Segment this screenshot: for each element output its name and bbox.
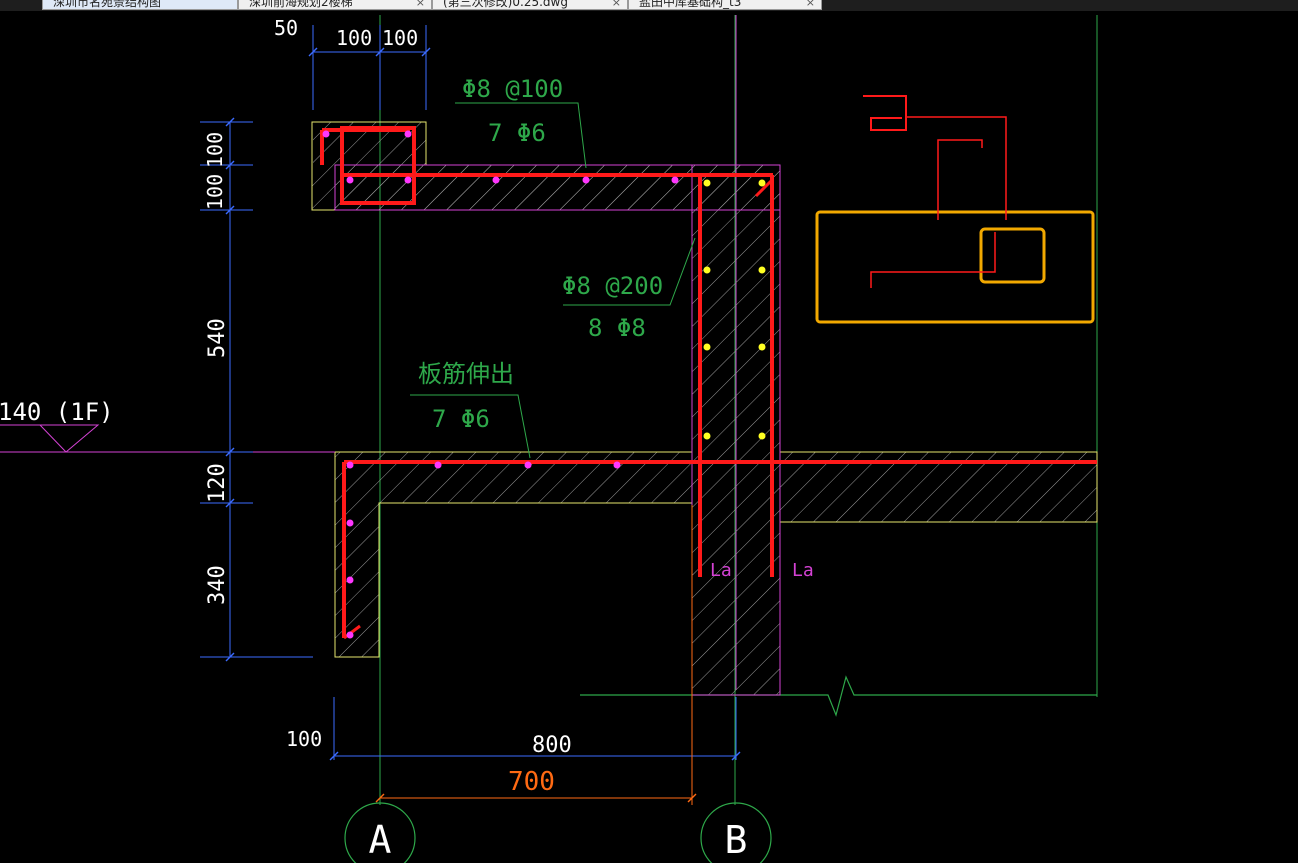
rebar-lines: [320, 126, 1097, 640]
dim-left-340: 340: [205, 565, 230, 605]
axis-bubble-b[interactable]: [700, 802, 772, 863]
label-slab-rebar-count: 7 Φ6: [432, 405, 490, 433]
tab-label: (第三次修改)0.25.dwg: [443, 0, 568, 9]
dimension-700: [375, 505, 697, 805]
drawing-canvas[interactable]: 50 100 100 100 100 540 120 340 100 800 7…: [0, 11, 1298, 863]
dim-top-50: 50: [274, 16, 298, 40]
close-icon[interactable]: ×: [611, 0, 621, 9]
tab-label: 深圳市名苑景结构图: [53, 0, 162, 9]
dim-left-120: 120: [205, 463, 230, 503]
axis-bubble-a[interactable]: [344, 802, 416, 863]
label-top-rebar-count: 7 Φ6: [488, 119, 546, 147]
label-wall-rebar-count: 8 Φ8: [588, 314, 646, 342]
dimension-ticks: [225, 47, 741, 761]
dim-left-100b: 100: [203, 174, 227, 210]
dim-left-100a: 100: [203, 132, 227, 168]
detail-legend: [815, 95, 1095, 324]
tab-label: 深圳前海规划2楼梯: [249, 0, 353, 9]
rebar-dots: [322, 130, 766, 639]
label-top-rebar-spacing: Φ8 @100: [462, 75, 563, 103]
dim-bottom-800: 800: [532, 733, 572, 758]
dim-top-100b: 100: [382, 26, 418, 50]
dim-bottom-100: 100: [286, 727, 322, 751]
label-la-right: La: [792, 560, 814, 581]
close-icon[interactable]: ×: [805, 0, 815, 9]
tab-drawing-3[interactable]: (第三次修改)0.25.dwg ×: [432, 0, 628, 10]
close-icon[interactable]: ×: [415, 0, 425, 9]
document-tab-bar: 深圳市名苑景结构图 深圳前海规划2楼梯 × (第三次修改)0.25.dwg × …: [0, 0, 1298, 11]
label-la-left: La: [710, 560, 732, 581]
dim-left-540: 540: [205, 318, 230, 358]
tab-label: 盐田中库基础构_t3: [639, 0, 742, 9]
axis-label-b: B: [725, 818, 748, 862]
tab-drawing-1[interactable]: 深圳市名苑景结构图: [42, 0, 238, 10]
level-marker: [0, 424, 100, 453]
tab-drawing-2[interactable]: 深圳前海规划2楼梯 ×: [238, 0, 432, 10]
axis-label-a: A: [369, 818, 392, 862]
drawing-text: 50 100 100 100 100 540 120 340 100 800 7…: [0, 16, 814, 862]
label-slab-note: 板筋伸出: [418, 360, 514, 388]
dim-bottom-700: 700: [508, 767, 555, 797]
leader-lines: [410, 102, 696, 459]
dimension-lines: [200, 25, 737, 760]
label-level-mark: 140 (1F): [0, 398, 114, 426]
dim-top-100a: 100: [336, 26, 372, 50]
concrete-section: [0, 121, 1098, 696]
tab-drawing-4[interactable]: 盐田中库基础构_t3 ×: [628, 0, 822, 10]
label-wall-rebar-spacing: Φ8 @200: [562, 272, 663, 300]
